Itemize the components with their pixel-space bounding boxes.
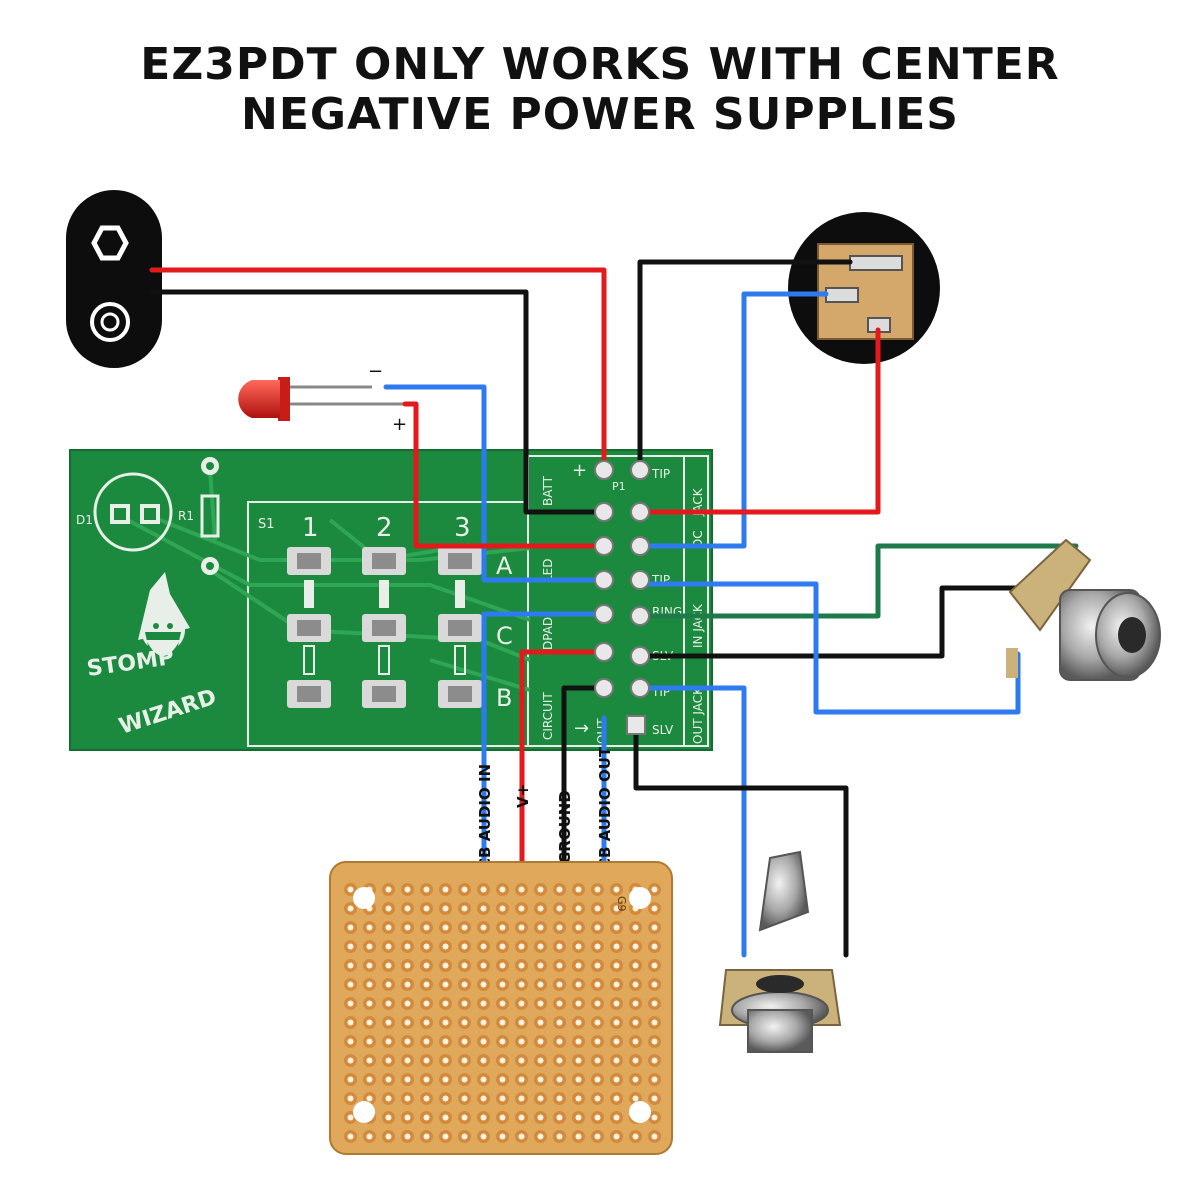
battery-snap [66, 190, 162, 368]
wire-dc-black [637, 259, 853, 473]
wire-battery-red [149, 267, 607, 473]
wire-in-jack-green [637, 543, 1079, 619]
pcb-pin-slv: SLV [652, 723, 674, 737]
pcb-col-3: 3 [454, 513, 471, 543]
dc-jack [788, 212, 940, 364]
wire-ground [561, 685, 607, 883]
pcb-col-1: 1 [302, 513, 319, 543]
pcb-batt-plus: + [572, 460, 587, 481]
label-ground: GROUND [556, 790, 574, 864]
wires [149, 259, 1079, 958]
pcb-out-arrow: → [574, 718, 589, 739]
led-minus-label: − [368, 361, 383, 382]
wire-dc-blue [637, 291, 829, 549]
main-pcb: D1 R1 S1 1 2 3 A C B [69, 449, 713, 751]
title-line-1: EZ3PDT ONLY WORKS WITH CENTER [140, 39, 1060, 90]
pcb-d1-label: D1 [76, 513, 93, 527]
output-jack [718, 850, 842, 1053]
wire-led-plus [402, 401, 607, 549]
label-pcb-audio-out: PCB AUDIO OUT [596, 746, 614, 880]
wire-dc-red [637, 327, 881, 515]
wire-led-minus [383, 384, 607, 583]
pcb-s1-label: S1 [258, 517, 275, 532]
pcb-out-jack-label: OUT JACK [691, 686, 705, 744]
pcb-r1-label: R1 [178, 509, 194, 523]
switch-pads [287, 547, 482, 708]
perfboard: G9 [329, 861, 673, 1155]
pcb-pin-tip-1: TIP [651, 467, 670, 481]
wire-out-jack-black [633, 727, 849, 958]
label-pcb-audio-in: PCB AUDIO IN [476, 764, 494, 880]
pcb-circuit-label: CIRCUIT [541, 692, 555, 740]
title-line-2: NEGATIVE POWER SUPPLIES [241, 89, 959, 140]
wire-pcb-audio-in [481, 611, 607, 883]
pcb-row-a: A [496, 552, 513, 580]
label-v-plus: V+ [514, 784, 532, 808]
input-jack [1006, 538, 1161, 681]
pcb-led-label: LED [541, 558, 555, 582]
header-pads [594, 460, 650, 735]
pcb-in-jack-label: IN JACK [691, 603, 705, 648]
wire-in-jack-black [637, 585, 1029, 659]
pcb-row-b: B [496, 684, 512, 712]
wire-in-jack-blue [637, 581, 1021, 715]
pcb-dpad-label: DPAD [541, 617, 555, 650]
pcb-batt-label: BATT [541, 475, 555, 506]
wire-battery-black [149, 289, 607, 515]
wire-out-jack-blue [637, 685, 747, 958]
led-plus-label: + [392, 414, 407, 435]
pcb-row-c: C [496, 622, 513, 650]
battery-terminal-hex [91, 225, 129, 261]
pcb-col-2: 2 [376, 513, 393, 543]
perfboard-corner-label: G9 [615, 896, 628, 912]
diagram-title: EZ3PDT ONLY WORKS WITH CENTER NEGATIVE P… [0, 40, 1200, 140]
led: − + [238, 361, 407, 435]
wire-v-plus [519, 649, 607, 883]
wire-labels: PCB AUDIO IN V+ GROUND PCB AUDIO OUT [476, 746, 614, 883]
pcb-p1-label: P1 [612, 480, 626, 493]
